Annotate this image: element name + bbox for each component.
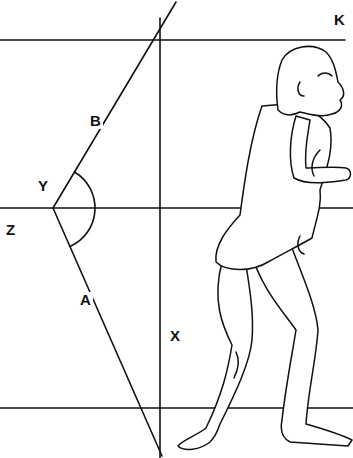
hominid-figure xyxy=(178,46,352,449)
angle-arc xyxy=(70,172,95,247)
angle-letter: Y xyxy=(36,178,50,194)
corner-letter: K xyxy=(332,12,347,28)
knee-line xyxy=(234,352,238,378)
front-leg xyxy=(250,248,352,446)
vertical-line xyxy=(159,18,161,458)
chest-line xyxy=(312,150,320,176)
line-letter: X xyxy=(168,328,182,344)
head xyxy=(277,46,344,115)
rear-leg xyxy=(178,262,253,449)
line-letter: B xyxy=(88,113,103,129)
arm xyxy=(290,116,350,183)
horizontal-line xyxy=(0,39,345,41)
torso xyxy=(216,104,331,270)
slant-line xyxy=(53,2,176,208)
groin-line xyxy=(298,236,304,254)
line-letter: A xyxy=(78,292,93,308)
brow xyxy=(318,73,332,76)
ear xyxy=(298,82,304,96)
point-letter: Z xyxy=(4,222,17,238)
slant-line xyxy=(53,208,162,456)
